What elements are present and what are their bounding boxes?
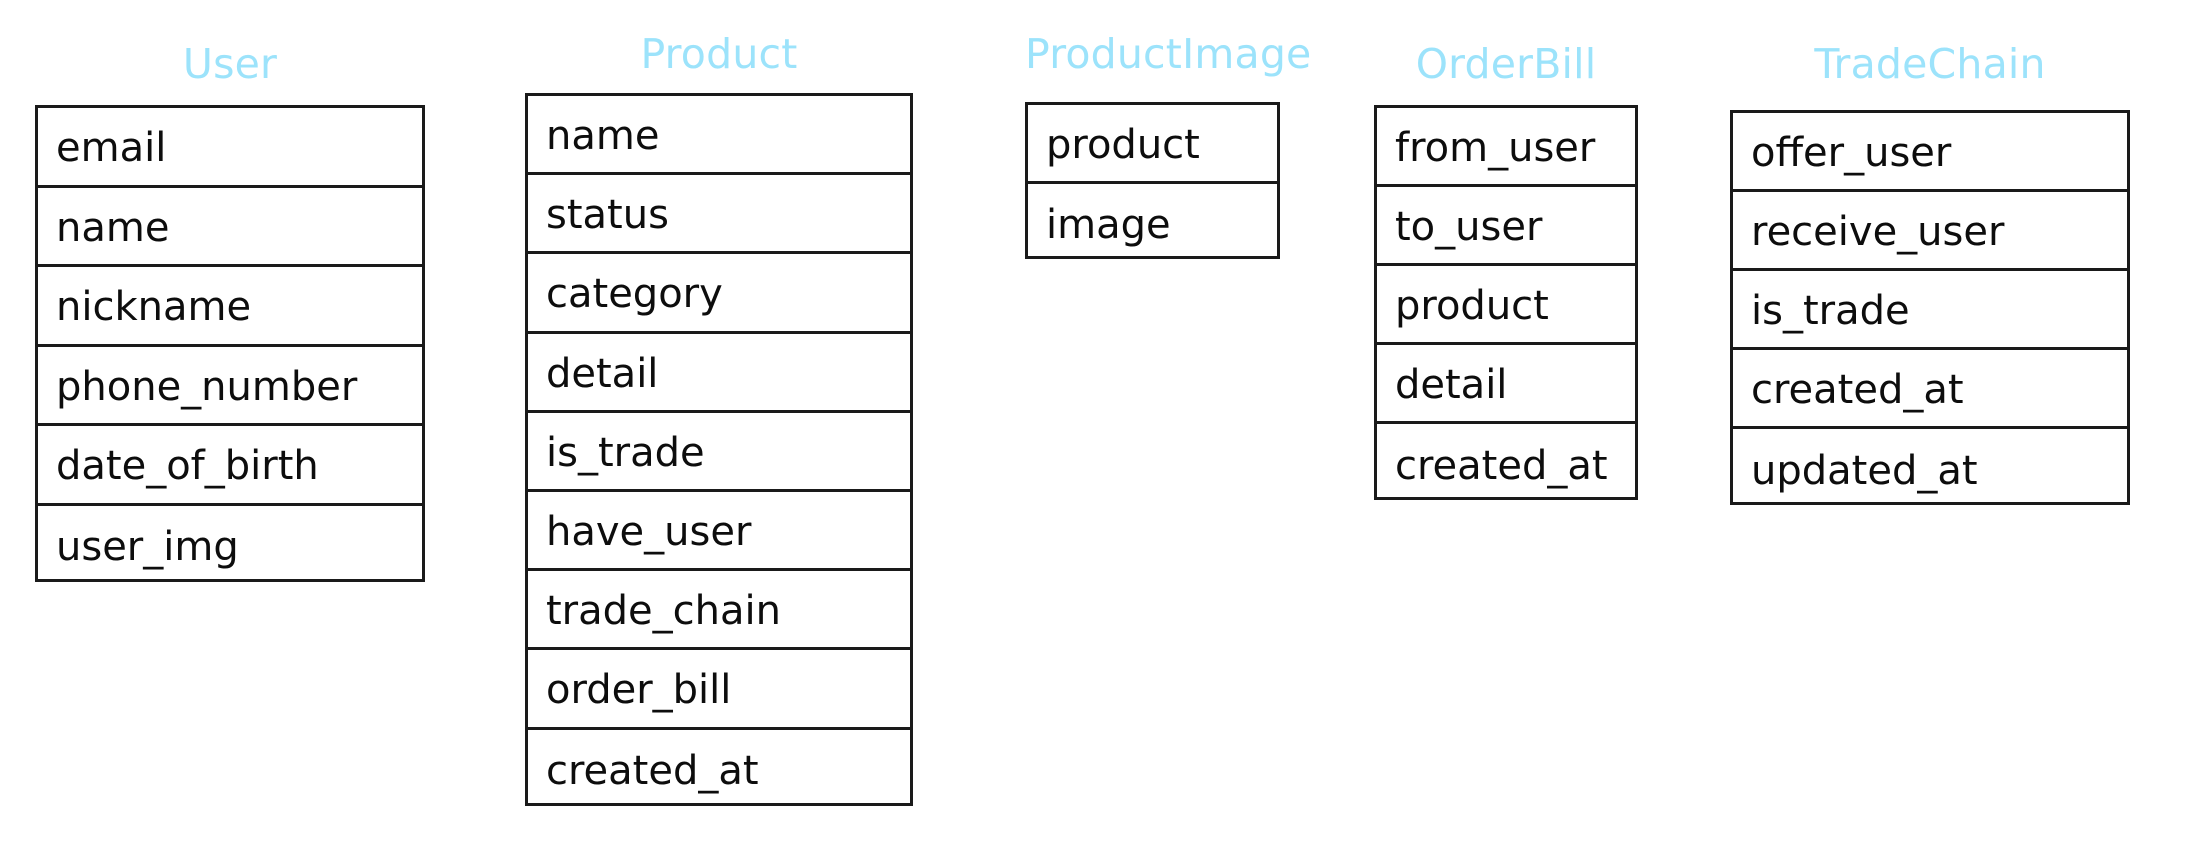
- field-row: detail: [528, 334, 910, 413]
- field-row: product: [1377, 266, 1635, 345]
- field-label: date_of_birth: [56, 443, 319, 490]
- entity-title: Product: [640, 30, 798, 78]
- field-label: detail: [546, 350, 659, 397]
- field-label: status: [546, 192, 669, 239]
- field-label: is_trade: [546, 429, 705, 476]
- field-row: to_user: [1377, 187, 1635, 266]
- field-row: detail: [1377, 345, 1635, 424]
- field-label: offer_user: [1751, 130, 1952, 176]
- field-label: product: [1395, 283, 1549, 329]
- field-row: order_bill: [528, 650, 910, 730]
- field-label: have_user: [546, 509, 752, 556]
- field-row: from_user: [1377, 108, 1635, 187]
- field-label: created_at: [1751, 367, 1964, 413]
- entity-title: ProductImage: [1025, 30, 1312, 78]
- field-label: updated_at: [1751, 447, 1978, 494]
- field-row: trade_chain: [528, 571, 910, 651]
- entity-title: TradeChain: [1814, 40, 2046, 88]
- field-label: email: [56, 125, 167, 172]
- field-row: image: [1028, 184, 1277, 263]
- field-box: product image: [1025, 102, 1280, 259]
- field-label: trade_chain: [546, 588, 781, 635]
- field-label: is_trade: [1751, 288, 1910, 334]
- field-row: offer_user: [1733, 113, 2127, 192]
- field-label: order_bill: [546, 667, 732, 714]
- field-row: date_of_birth: [38, 426, 422, 506]
- field-label: nickname: [56, 284, 252, 331]
- field-row: receive_user: [1733, 192, 2127, 271]
- field-label: user_img: [56, 524, 239, 571]
- field-box: offer_user receive_user is_trade created_at…: [1730, 110, 2130, 505]
- field-row: created_at: [1377, 424, 1635, 503]
- field-label: category: [546, 271, 723, 318]
- field-row: name: [528, 96, 910, 176]
- entity-title: OrderBill: [1415, 40, 1597, 88]
- field-row: is_trade: [1733, 271, 2127, 350]
- field-label: product: [1046, 121, 1200, 168]
- field-row: created_at: [528, 730, 910, 809]
- field-box: name status category detail is_trade have_use…: [525, 93, 913, 806]
- entity-tradechain: TradeChain offer_user receive_user is_trade…: [1730, 0, 2130, 860]
- field-label: receive_user: [1751, 209, 2005, 255]
- field-label: created_at: [546, 748, 759, 795]
- field-row: product: [1028, 105, 1277, 184]
- field-label: image: [1046, 201, 1171, 248]
- field-row: status: [528, 175, 910, 255]
- field-row: updated_at: [1733, 429, 2127, 508]
- entity-productimage: ProductImage product image: [1025, 0, 1312, 860]
- field-label: name: [56, 204, 170, 251]
- field-box: email name nickname phone_number date_of_bir…: [35, 105, 425, 582]
- field-row: is_trade: [528, 413, 910, 492]
- field-label: from_user: [1395, 125, 1596, 171]
- field-label: name: [546, 113, 660, 160]
- field-label: detail: [1395, 362, 1508, 408]
- entity-user: User email name nickname phone_number date_of…: [35, 0, 425, 860]
- field-row: phone_number: [38, 347, 422, 426]
- field-row: created_at: [1733, 350, 2127, 429]
- field-row: name: [38, 188, 422, 267]
- field-row: nickname: [38, 267, 422, 347]
- field-row: category: [528, 254, 910, 334]
- field-row: email: [38, 108, 422, 188]
- field-label: phone_number: [56, 363, 358, 410]
- field-label: created_at: [1395, 442, 1608, 489]
- entity-title: User: [182, 40, 278, 88]
- field-row: have_user: [528, 492, 910, 572]
- field-row: user_img: [38, 506, 422, 586]
- field-label: to_user: [1395, 204, 1543, 250]
